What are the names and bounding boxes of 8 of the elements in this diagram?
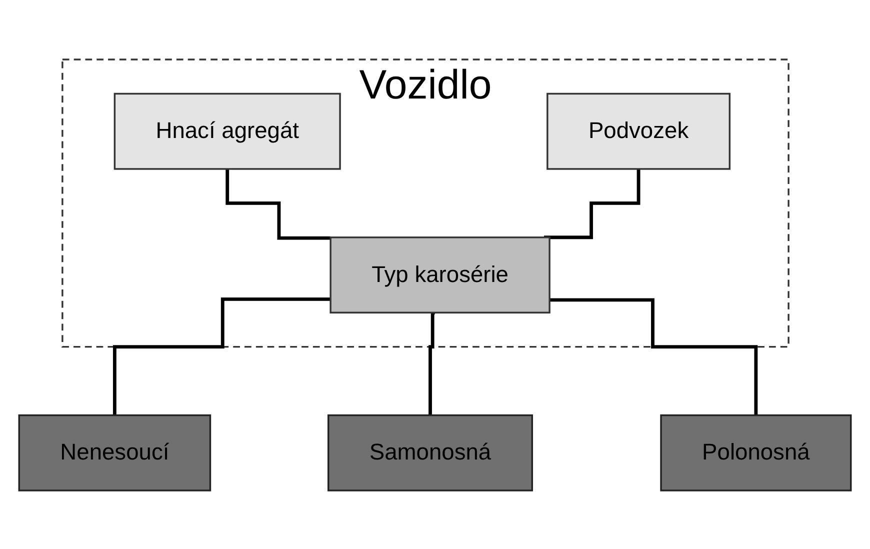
node-box: Polonosná [660,414,852,491]
connector [550,298,758,416]
node-box: Samonosná [328,414,533,491]
node-box: Hnací agregát [114,92,341,170]
node-box: Podvozek [546,92,731,170]
node-box: Nenesoucí [18,414,212,491]
node-box: Typ karosérie [330,236,550,313]
connector [112,296,331,416]
